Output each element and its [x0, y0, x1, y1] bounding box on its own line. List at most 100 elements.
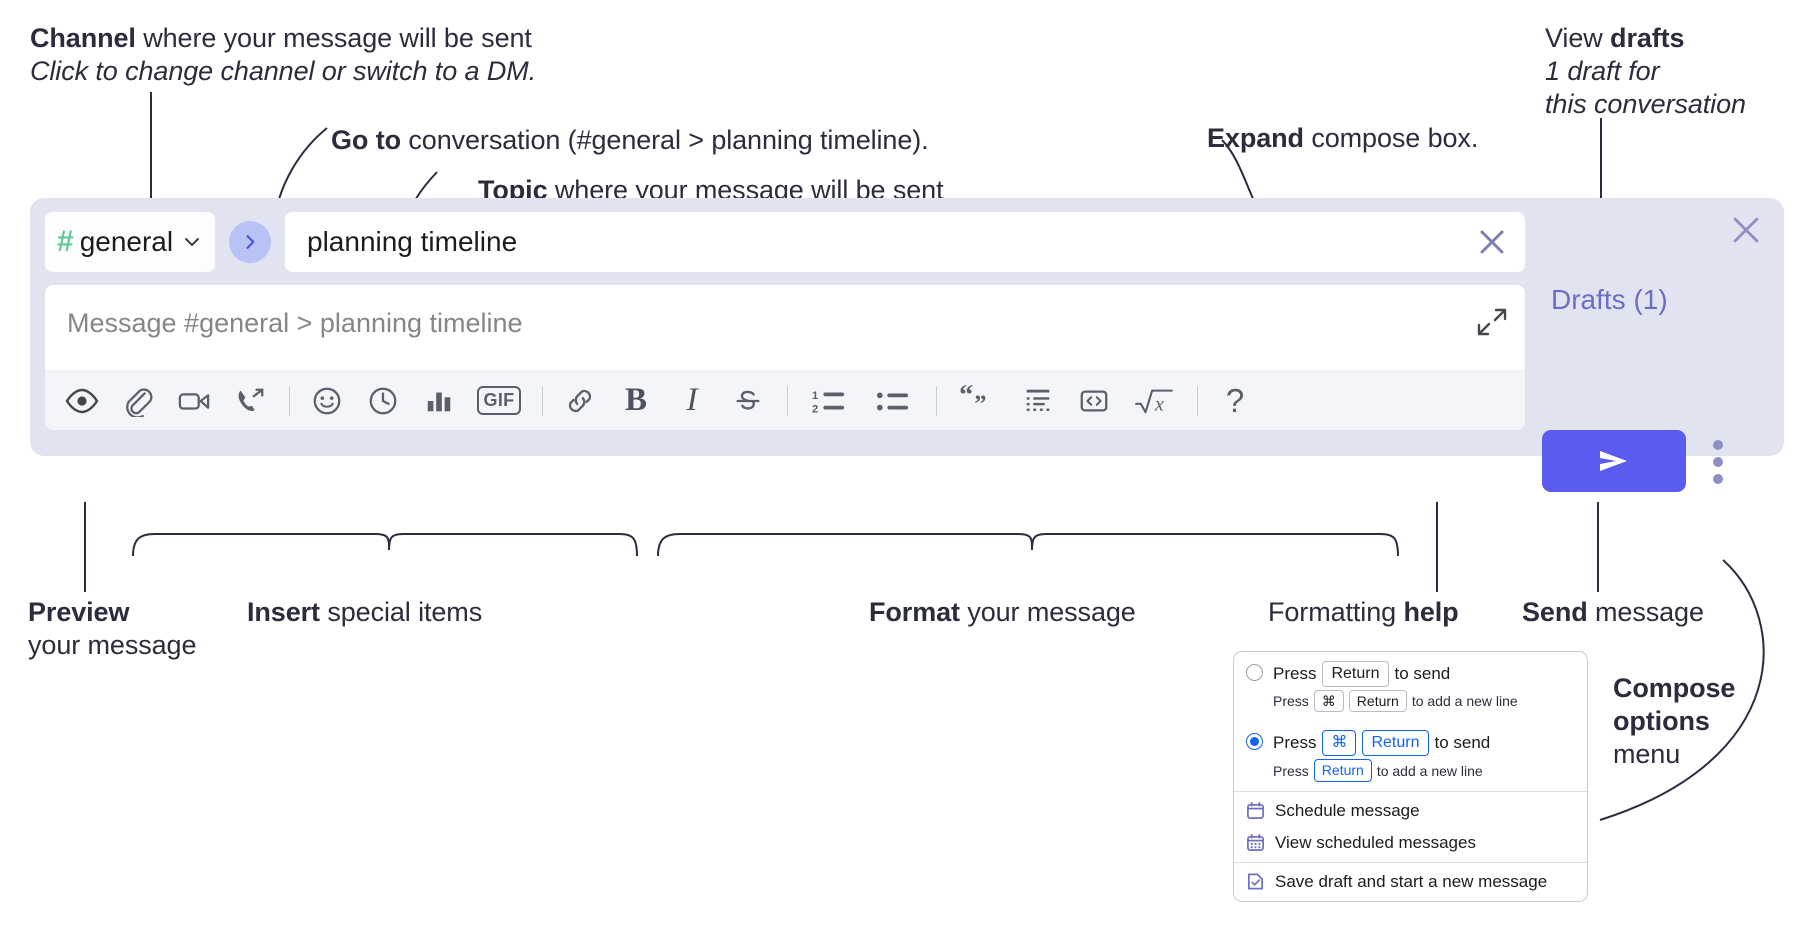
topic-field[interactable]: planning timeline — [284, 211, 1526, 273]
option2-key-cmd: ⌘ — [1322, 730, 1357, 757]
svg-text:x: x — [1154, 393, 1164, 415]
option1-sub-press: Press — [1273, 693, 1309, 710]
option1-press: Press — [1273, 663, 1317, 683]
goto-conversation-button[interactable] — [229, 221, 271, 263]
menu-option-cmd-return-to-send[interactable]: Press ⌘ Return to send — [1234, 721, 1587, 758]
annotation-expand-rest: compose box. — [1303, 123, 1479, 153]
option1-subtext: Press ⌘ Return to add a new line — [1234, 689, 1587, 722]
annotation-insert: Insert special items — [247, 596, 482, 629]
clock-icon[interactable] — [360, 378, 406, 424]
emoji-icon[interactable] — [304, 378, 350, 424]
compose-panel: # general planning timeline Message #gen… — [30, 198, 1784, 492]
bold-label: B — [624, 382, 647, 418]
compose-options-button[interactable] — [1712, 440, 1724, 484]
message-input[interactable]: Message #general > planning timeline — [45, 285, 1525, 370]
kebab-dot — [1713, 457, 1723, 467]
annotation-preview: Preview your message — [28, 596, 196, 662]
toolbar-divider — [542, 385, 543, 416]
annotation-compose-options: Compose options menu — [1613, 672, 1735, 771]
option2-key-return: Return — [1362, 730, 1429, 757]
expand-icon[interactable] — [1477, 307, 1507, 337]
gif-icon[interactable]: GIF — [472, 378, 526, 424]
save-draft-icon — [1246, 872, 1265, 891]
radio-unselected[interactable] — [1246, 664, 1263, 681]
link-icon[interactable] — [557, 378, 603, 424]
annotation-compose-bold1: Compose — [1613, 673, 1736, 703]
annotation-drafts-italic1: 1 draft for — [1545, 55, 1660, 86]
gif-label: GIF — [476, 386, 522, 415]
send-button[interactable] — [1542, 430, 1686, 492]
math-icon[interactable]: x — [1127, 378, 1181, 424]
annotation-help-lead: Formatting — [1268, 597, 1404, 627]
option1-sub-key-cmd: ⌘ — [1313, 689, 1344, 713]
menu-divider — [1234, 790, 1587, 792]
bulleted-list-icon[interactable] — [866, 378, 920, 424]
option2-subtext: Press Return to add a new line — [1234, 758, 1587, 791]
annotation-format-bold: Format — [869, 597, 960, 627]
option1-key-return: Return — [1322, 661, 1389, 687]
toolbar-divider — [787, 385, 788, 416]
annotation-preview-bold: Preview — [28, 597, 130, 627]
help-icon[interactable]: ? — [1212, 378, 1258, 424]
compose-inner: # general planning timeline Message #gen… — [44, 211, 1526, 431]
video-icon[interactable] — [171, 378, 217, 424]
topic-value: planning timeline — [307, 226, 518, 257]
preview-icon[interactable] — [59, 378, 105, 424]
annotation-channel-italic: Click to change channel or switch to a D… — [30, 55, 537, 86]
menu-item-schedule-message[interactable]: Schedule message — [1234, 792, 1587, 827]
help-label: ? — [1225, 381, 1245, 419]
close-icon[interactable] — [1730, 214, 1762, 246]
svg-text:1: 1 — [812, 390, 818, 402]
annotation-drafts-lead: View — [1545, 23, 1611, 53]
annotation-goto-bold: Go to — [331, 125, 401, 155]
option2-press: Press — [1273, 733, 1317, 753]
annotation-channel-rest: where your message will be sent — [135, 23, 532, 53]
menu-item-view-scheduled[interactable]: View scheduled messages — [1234, 827, 1587, 862]
channel-select[interactable]: # general — [44, 211, 216, 273]
phone-forward-icon[interactable] — [227, 378, 273, 424]
compose-options-menu: Press Return to send Press ⌘ Return to a… — [1233, 651, 1588, 902]
clear-topic-icon[interactable] — [1477, 227, 1507, 257]
annotation-expand-bold: Expand — [1207, 123, 1304, 153]
radio-selected[interactable] — [1246, 733, 1263, 751]
menu-item-label: View scheduled messages — [1275, 832, 1476, 852]
toolbar-divider — [1197, 385, 1198, 416]
option2-tail: to send — [1434, 733, 1491, 753]
blockquote-icon[interactable]: “” — [951, 378, 1005, 424]
attachment-icon[interactable] — [115, 378, 161, 424]
annotation-send: Send message — [1522, 596, 1704, 629]
calendar-icon — [1246, 801, 1265, 820]
annotation-drafts-bold: drafts — [1610, 23, 1685, 53]
menu-item-label: Save draft and start a new message — [1275, 871, 1548, 891]
compose-header-row: # general planning timeline — [44, 211, 1526, 273]
message-placeholder: Message #general > planning timeline — [67, 308, 523, 338]
chevron-down-icon — [183, 233, 201, 251]
annotation-send-rest: message — [1587, 597, 1704, 627]
menu-option-return-to-send[interactable]: Press Return to send — [1234, 652, 1587, 689]
annotation-expand: Expand compose box. — [1207, 122, 1478, 155]
svg-text:”: ” — [974, 390, 986, 417]
italic-icon[interactable]: I — [669, 378, 715, 424]
menu-item-label: Schedule message — [1275, 800, 1420, 820]
annotation-goto: Go to conversation (#general > planning … — [331, 124, 929, 157]
send-icon — [1600, 451, 1627, 471]
inline-code-icon[interactable] — [1071, 378, 1117, 424]
annotation-compose-rest: menu — [1613, 738, 1681, 769]
calendar-grid-icon — [1246, 833, 1265, 852]
option1-sub-tail: to add a new line — [1411, 693, 1518, 710]
drafts-link[interactable]: Drafts (1) — [1551, 284, 1668, 315]
annotation-compose-bold2: options — [1613, 705, 1710, 736]
menu-item-save-draft[interactable]: Save draft and start a new message — [1234, 863, 1587, 901]
svg-text:“: “ — [959, 385, 973, 411]
annotation-preview-rest: your message — [28, 629, 197, 660]
poll-icon[interactable] — [416, 378, 462, 424]
bold-icon[interactable]: B — [613, 378, 659, 424]
toolbar-divider — [936, 385, 937, 416]
code-block-icon[interactable] — [1015, 378, 1061, 424]
annotation-send-bold: Send — [1522, 597, 1588, 627]
strikethrough-icon[interactable] — [725, 378, 771, 424]
hash-icon: # — [57, 225, 74, 258]
option1-sub-key-return: Return — [1348, 689, 1407, 713]
